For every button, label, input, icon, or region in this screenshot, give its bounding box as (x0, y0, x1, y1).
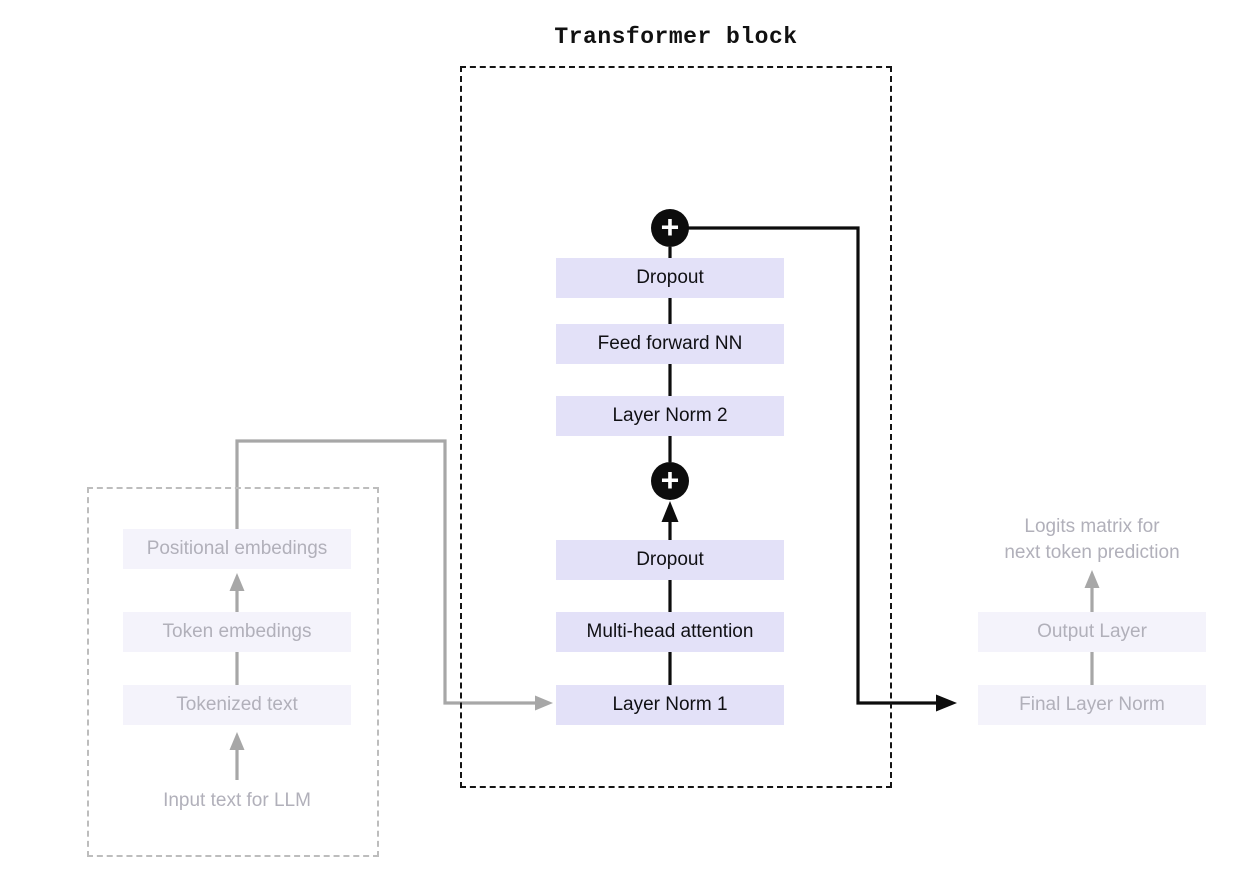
plus-glyph: + (660, 208, 680, 245)
layer-label: Final Layer Norm (1019, 694, 1165, 715)
transformer-block-outline (460, 66, 892, 788)
input-pipeline-outline (87, 487, 379, 857)
layer-box-dropout-2: Dropout (556, 258, 784, 298)
layer-label: Multi-head attention (586, 621, 754, 642)
input-box-tokenized-text: Tokenized text (123, 685, 351, 725)
layer-label: Positional embedings (146, 538, 328, 559)
output-box-final-layer-norm: Final Layer Norm (978, 685, 1206, 725)
residual-add-icon-bottom: + (651, 462, 689, 500)
transformer-block-title: Transformer block (554, 24, 798, 50)
layer-label: Tokenized text (176, 694, 298, 715)
layer-label: Layer Norm 1 (612, 694, 728, 715)
input-box-token-embeddings: Token embedings (123, 612, 351, 652)
layer-label: Output Layer (1037, 621, 1147, 642)
output-box-output-layer: Output Layer (978, 612, 1206, 652)
logits-caption: Logits matrix for next token prediction (942, 514, 1242, 566)
layer-box-dropout-1: Dropout (556, 540, 784, 580)
layer-label: Dropout (636, 549, 704, 570)
layer-label: Layer Norm 2 (612, 405, 728, 426)
plus-glyph: + (660, 461, 680, 498)
layer-box-multi-head-attention: Multi-head attention (556, 612, 784, 652)
layer-label: Token embedings (162, 621, 312, 642)
layer-label: Dropout (636, 267, 704, 288)
layer-box-layer-norm-2: Layer Norm 2 (556, 396, 784, 436)
layer-box-feed-forward-nn: Feed forward NN (556, 324, 784, 364)
layer-box-layer-norm-1: Layer Norm 1 (556, 685, 784, 725)
input-text-caption: Input text for LLM (163, 790, 311, 811)
logits-caption-line-1: Logits matrix for (1024, 516, 1160, 537)
logits-caption-line-2: next token prediction (1004, 542, 1180, 563)
residual-add-icon-top: + (651, 209, 689, 247)
input-box-positional-embeddings: Positional embedings (123, 529, 351, 569)
layer-label: Feed forward NN (597, 333, 743, 354)
